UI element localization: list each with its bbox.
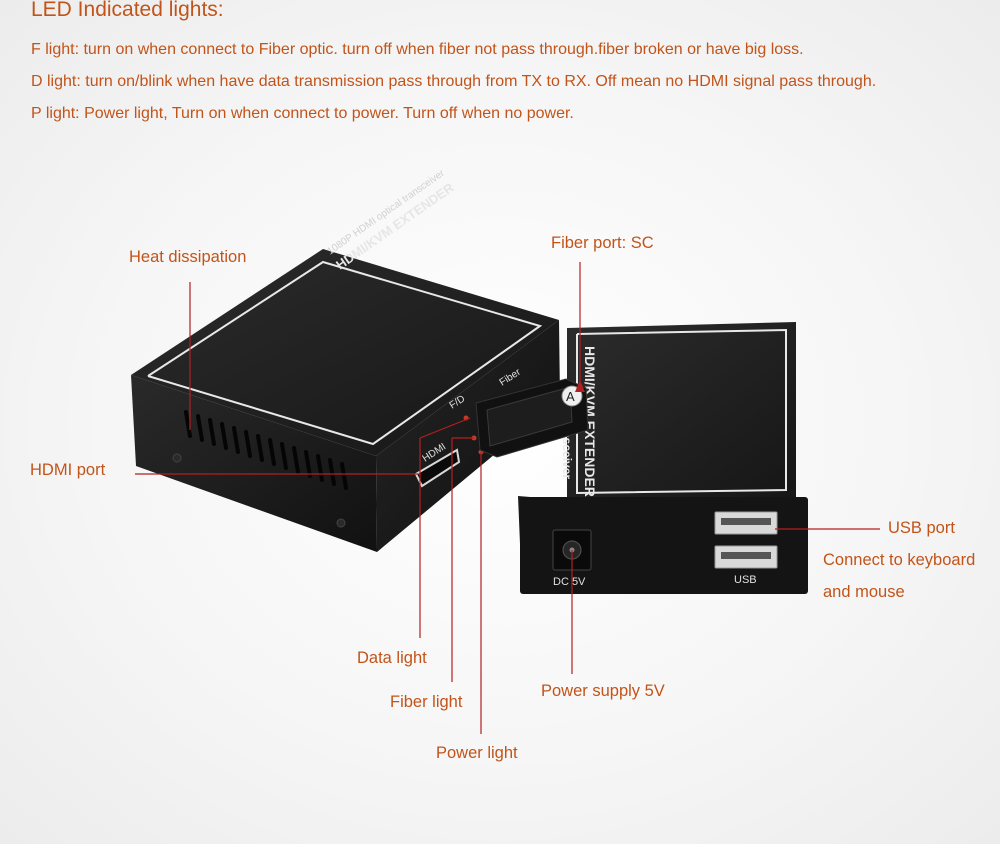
right-device-title: HDMI/KVM EXTENDER (582, 346, 598, 497)
leader-lines (135, 262, 880, 734)
fiber-port-arrow (575, 380, 585, 392)
left-device: HDMI/KVM EXTENDER 1080P HDMI optical tra… (131, 168, 589, 552)
usb-label: USB (734, 574, 757, 586)
callout-usb-description-line2: and mouse (823, 583, 905, 601)
callout-data-light: Data light (357, 649, 427, 667)
d-light-description: D light: turn on/blink when have data tr… (31, 73, 877, 90)
callout-heat-dissipation: Heat dissipation (129, 248, 247, 266)
left-device-title: HDMI/KVM EXTENDER (333, 179, 457, 272)
heat-vents (184, 410, 348, 490)
callout-usb-description-line1: Connect to keyboard (823, 551, 976, 569)
callout-power-light: Power light (436, 744, 518, 762)
page-heading: LED Indicated lights: (31, 0, 224, 21)
callout-hdmi-port: HDMI port (30, 461, 106, 479)
callout-usb-port: USB port (888, 519, 955, 537)
right-device: HDMI/KVM EXTENDER transceiver DC 5V USB (518, 322, 808, 594)
left-device-subtitle: 1080P HDMI optical transceiver (325, 168, 447, 258)
fiber-port-mark: A (566, 389, 575, 404)
callout-fiber-port: Fiber port: SC (551, 234, 654, 252)
p-light-description: P light: Power light, Turn on when conne… (31, 105, 574, 122)
callout-power-supply: Power supply 5V (541, 682, 665, 700)
f-light-description: F light: turn on when connect to Fiber o… (31, 41, 804, 58)
dc-5v-label: DC 5V (553, 576, 586, 588)
callout-fiber-light: Fiber light (390, 693, 463, 711)
